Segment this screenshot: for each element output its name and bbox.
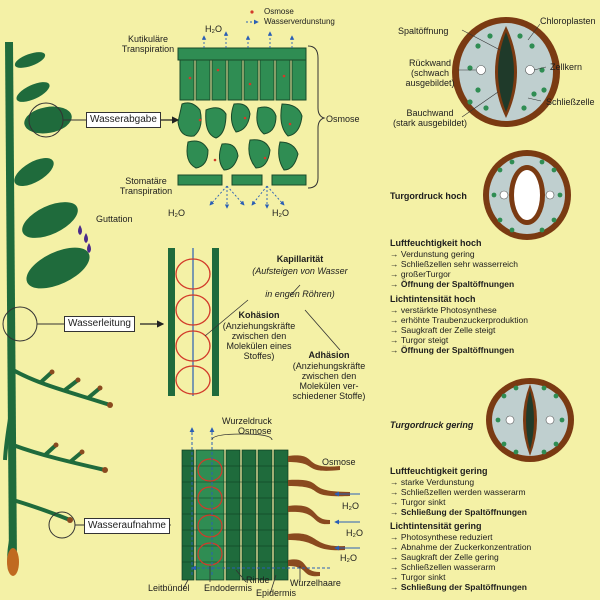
root-pressure-label: Wurzeldruck: [222, 416, 272, 426]
capillarity-title: Kapillarität: [276, 254, 324, 264]
light-low-list: Photosynthese reduziert Abnahme der Zuck…: [390, 532, 531, 592]
leaf: [14, 158, 54, 186]
adhesion-title: Adhäsion: [308, 350, 350, 360]
evaporation-arrows: [201, 31, 295, 209]
water-molecule-rings: [175, 258, 211, 395]
list-item: Turgor sinkt: [390, 497, 527, 507]
list-item: Verdunstung gering: [390, 249, 518, 259]
back-wall-label: Rückwand (schwach ausgebildet): [405, 58, 455, 88]
h2o-root-3: H₂O: [340, 553, 357, 563]
list-item-result: Schließung der Spaltöffnungen: [390, 582, 531, 592]
vascular-bundle-label: Leitbündel: [148, 583, 190, 593]
h2o-bottom-left: H₂O: [168, 208, 185, 218]
cohesion-text: (Anziehungskräfte zwischen den Molekülen…: [222, 321, 296, 361]
list-item: großerTurgor: [390, 269, 518, 279]
osmosis-root-label: Osmose: [238, 426, 272, 436]
stomatal-transpiration-label: Stomatäre Transpiration: [119, 176, 173, 196]
plant-stem: [5, 41, 17, 566]
list-item-result: Öffnung der Spaltöffnungen: [390, 345, 528, 355]
chloroplasts-label: Chloroplasten: [540, 16, 596, 26]
turgor-low-heading: Turgordruck gering: [390, 420, 474, 430]
endodermis-label: Endodermis: [204, 583, 253, 593]
legend-symbols: [246, 10, 259, 25]
capillarity-text: (Aufsteigen von Wasser: [252, 266, 348, 276]
list-item: Turgor steigt: [390, 335, 528, 345]
guttation-drops: [78, 225, 91, 253]
leaf: [22, 202, 78, 238]
root-cross-section: [181, 427, 360, 595]
root-hairs-label: Wurzelhaare: [290, 578, 341, 588]
humidity-low-title: Luftfeuchtigkeit gering: [390, 466, 488, 476]
light-low-title: Lichtintensität gering: [390, 521, 482, 531]
humidity-low-list: starke Verdunstung Schließzellen werden …: [390, 477, 527, 517]
list-item: Saugkraft der Zelle gering: [390, 552, 531, 562]
wasseraufnahme-box: Wasseraufnahme: [84, 518, 170, 534]
root-tip-main: [7, 548, 19, 576]
osmosis-markers: [188, 68, 292, 162]
wasserleitung-box: Wasserleitung: [64, 316, 135, 332]
adhesion-text: (Anziehungskräfte zwischen den Molekülen…: [292, 361, 366, 401]
stoma-diagram-2-open: [483, 150, 571, 240]
stoma-diagram-3-closed: [486, 378, 574, 462]
leaf: [24, 106, 72, 134]
stem-vessel: [168, 248, 341, 396]
h2o-root-1: H₂O: [342, 501, 359, 511]
list-item: Saugkraft der Zelle steigt: [390, 325, 528, 335]
stoma-opening-label: Spaltöffnung: [398, 26, 449, 36]
endodermis-rings: [197, 458, 223, 566]
list-item: Turgor sinkt: [390, 572, 531, 582]
h2o-bottom-right: H₂O: [272, 208, 289, 218]
cohesion-title: Kohäsion: [238, 310, 280, 320]
list-item: Abnahme der Zuckerkonzentration: [390, 542, 531, 552]
list-item: Schließzellen werden wasserarm: [390, 487, 527, 497]
ventral-wall-label: Bauchwand (stark ausgebildet): [392, 108, 468, 128]
list-item: Schließzellen wasserarm: [390, 562, 531, 572]
cortex-label: Rinde: [246, 575, 270, 585]
list-item: starke Verdunstung: [390, 477, 527, 487]
leaf: [26, 247, 90, 289]
stoma-diagram-1: [452, 17, 560, 127]
capillarity-text-2: in engen Röhren): [265, 289, 335, 299]
list-item-result: Öffnung der Spaltöffnungen: [390, 279, 518, 289]
osmosis-leaf-label: Osmose: [326, 114, 360, 124]
legend-osmosis: Osmose: [264, 7, 294, 16]
epidermis-label: Epidermis: [256, 588, 297, 598]
wasserabgabe-box: Wasserabgabe: [86, 112, 161, 128]
legend-evaporation: Wasserverdunstung: [264, 17, 335, 26]
root-tips: [49, 369, 113, 523]
humidity-high-title: Luftfeuchtigkeit hoch: [390, 238, 482, 248]
nucleus-label: Zellkern: [550, 62, 583, 72]
leaf: [14, 52, 46, 68]
h2o-root-2: H₂O: [346, 528, 363, 538]
leaf-cross-section: [177, 31, 326, 209]
guttation-label: Guttation: [96, 214, 133, 224]
light-high-title: Lichtintensität hoch: [390, 294, 476, 304]
h2o-top: H₂O: [205, 24, 222, 34]
plant-roots: [3, 368, 111, 571]
cuticular-transpiration-label: Kutikuläre Transpiration: [121, 34, 175, 54]
list-item: erhöhte Traubenzuckerproduktion: [390, 315, 528, 325]
list-item: Photosynthese reduziert: [390, 532, 531, 542]
leaf: [16, 82, 50, 102]
water-uptake-arrows: [189, 427, 360, 575]
humidity-high-list: Verdunstung gering Schließzellen sehr wa…: [390, 249, 518, 289]
light-high-list: verstärkte Photosynthese erhöhte Trauben…: [390, 305, 528, 355]
list-item: Schließzellen sehr wasserreich: [390, 259, 518, 269]
osmosis-right-label: Osmose: [322, 457, 356, 467]
plant: [2, 41, 180, 576]
root-label-lines: [182, 566, 301, 595]
turgor-high-heading: Turgordruck hoch: [390, 191, 467, 201]
list-item: verstärkte Photosynthese: [390, 305, 528, 315]
guard-cell-label: Schließzelle: [546, 97, 595, 107]
list-item-result: Schließung der Spaltöffnungen: [390, 507, 527, 517]
